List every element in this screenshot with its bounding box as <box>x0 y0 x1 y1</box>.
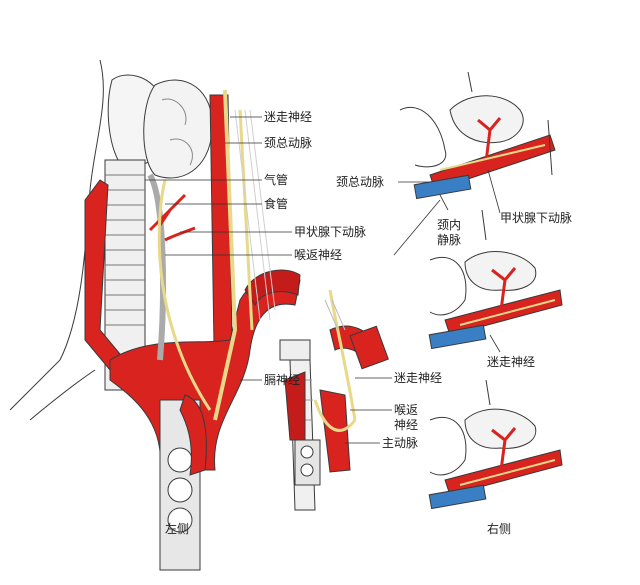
label-recurrent-mid-line1: 喉返 <box>394 403 419 417</box>
right-bottom-thyroid-artery <box>491 427 517 479</box>
label-vagus-mid: 迷走神经 <box>394 371 443 385</box>
caption-left-side: 左侧 <box>165 522 190 536</box>
right-bottom-thyroid <box>464 408 537 449</box>
descending-aorta <box>179 394 207 476</box>
label-vagus-right: 迷走神经 <box>487 355 536 369</box>
label-internal-jugular-line1: 颈内 <box>437 218 462 232</box>
label-esophagus: 食管 <box>264 197 289 211</box>
label-trachea: 气管 <box>264 173 289 187</box>
right-top-jugular <box>413 174 472 200</box>
inferior-thyroid-artery <box>148 193 196 242</box>
phrenic-nerve <box>238 109 254 331</box>
right-bottom-vagus <box>459 459 556 486</box>
right-top-vagus <box>439 144 546 171</box>
right-bottom-jugular <box>428 484 487 510</box>
right-mid-thyroid-artery <box>491 267 517 319</box>
right-top-thyroid-artery <box>477 117 502 171</box>
vagus-nerve <box>213 89 238 421</box>
label-vagus-left: 迷走神经 <box>264 110 313 124</box>
right-bottom-carotid <box>444 449 563 496</box>
shoulder-outline <box>29 369 96 421</box>
label-internal-jugular-line2: 静脉 <box>437 233 462 247</box>
right-mid-jugular <box>428 324 487 350</box>
label-common-carotid-right: 颈总动脉 <box>336 175 385 189</box>
label-common-carotid-left: 颈总动脉 <box>264 136 313 150</box>
right-mid-thyroid <box>464 251 537 291</box>
label-inferior-thyroid-left: 甲状腺下动脉 <box>294 225 367 239</box>
right-panel-drawing <box>399 71 563 510</box>
recurrent-laryngeal-nerve <box>157 179 212 411</box>
carotid-artery-left-image <box>84 179 126 371</box>
left-panel-drawing <box>9 59 301 571</box>
right-mid-vagus <box>459 299 556 326</box>
label-phrenic-nerve: 膈神经 <box>264 373 301 387</box>
thyroid-gland <box>143 79 213 179</box>
right-mid-carotid <box>444 289 563 336</box>
label-aorta: 主动脉 <box>382 436 419 450</box>
leader-lines <box>145 116 501 444</box>
right-top-thyroid <box>449 95 524 144</box>
mid-recurrent <box>313 399 357 432</box>
esophagus-tube <box>147 173 166 361</box>
middle-panel-drawing <box>279 289 389 511</box>
label-recurrent-mid-line2: 神经 <box>394 418 419 432</box>
label-inferior-thyroid-right: 甲状腺下动脉 <box>500 211 573 225</box>
label-recurrent-laryngeal-left: 喉返神经 <box>294 248 343 262</box>
caption-right-side: 右侧 <box>487 522 512 536</box>
